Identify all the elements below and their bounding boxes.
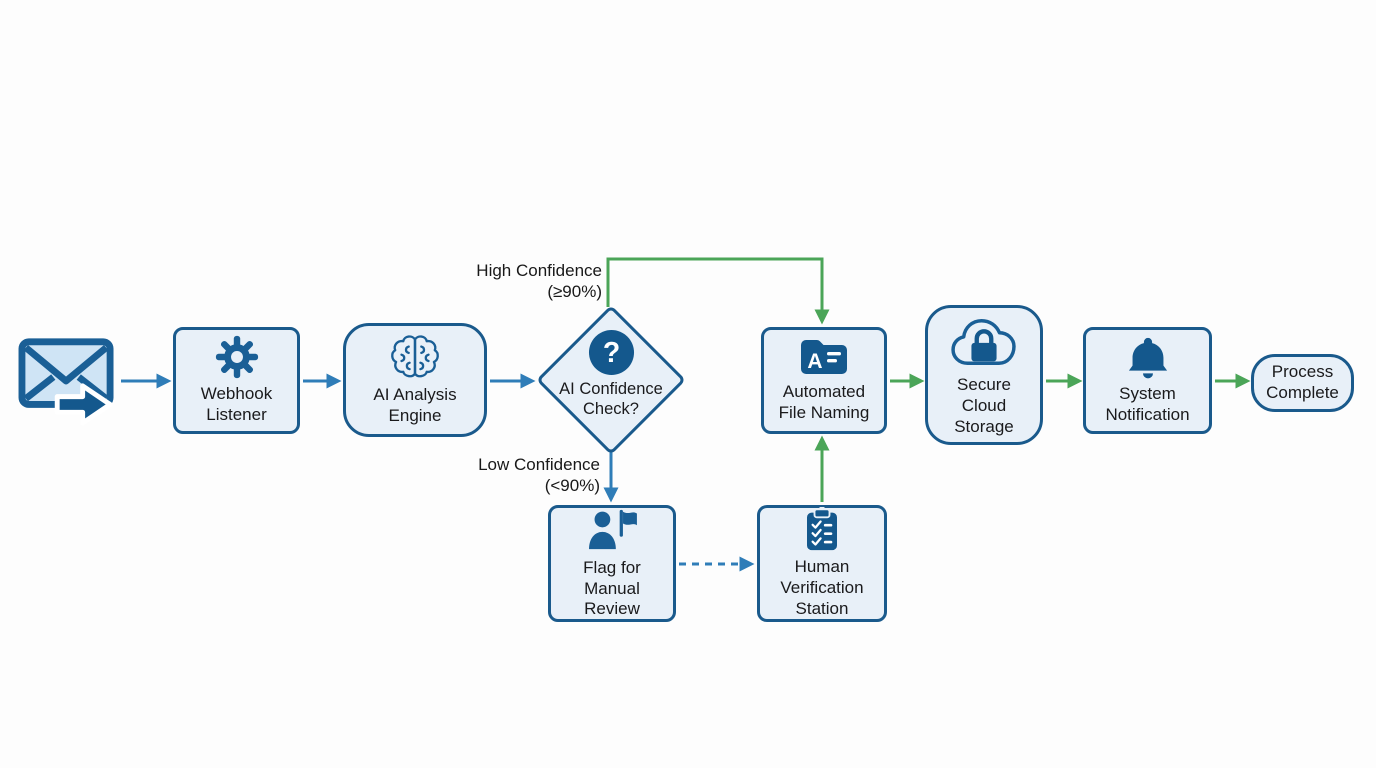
node-label-line: Webhook xyxy=(200,384,273,404)
edge-label-line: Low Confidence xyxy=(478,455,600,474)
node-ai-confidence-check: ? AI Confidence Check? xyxy=(521,312,701,436)
node-label: Human Verification Station xyxy=(780,557,863,619)
edge-label-high-confidence: High Confidence (≥90%) xyxy=(440,260,602,303)
brain-icon xyxy=(388,333,442,380)
node-label-line: System xyxy=(1119,384,1176,404)
node-label-line: Flag for xyxy=(583,557,641,577)
edge-label-line: (<90%) xyxy=(544,476,600,496)
svg-text:A: A xyxy=(807,350,822,373)
node-label: Flag for Manual Review xyxy=(583,558,641,620)
node-flag-for-manual-review: Flag for Manual Review xyxy=(548,505,676,622)
node-label: Process Complete xyxy=(1266,362,1339,403)
edge-label-line: (≥90%) xyxy=(547,282,602,302)
node-label-line: Automated xyxy=(782,382,866,402)
node-label-line: AI Confidence xyxy=(559,379,663,398)
edge-label-low-confidence: Low Confidence (<90%) xyxy=(438,454,600,497)
node-human-verification-station: Human Verification Station xyxy=(757,505,887,622)
node-automated-file-naming: A Automated File Naming xyxy=(761,327,887,434)
file-rename-folder-icon: A xyxy=(798,337,850,377)
node-secure-cloud-storage: Secure Cloud Storage xyxy=(925,305,1043,445)
connector-decision-high-to-file-naming xyxy=(606,257,830,325)
node-label-line: Secure xyxy=(957,375,1011,395)
node-process-complete: Process Complete xyxy=(1251,354,1354,412)
node-label-line: Check? xyxy=(583,400,639,418)
node-label-line: Process xyxy=(1271,362,1334,382)
node-label-line: Cloud xyxy=(961,396,1007,416)
bell-icon xyxy=(1128,335,1168,379)
node-label-line: AI Analysis xyxy=(373,385,457,405)
node-label: AI Confidence Check? xyxy=(559,379,663,419)
node-label-line: Review xyxy=(584,599,640,619)
node-label-line: Notification xyxy=(1105,405,1190,424)
node-label-line: Human xyxy=(794,557,850,577)
node-label-line: Complete xyxy=(1266,383,1339,402)
node-label-line: Storage xyxy=(954,416,1014,436)
node-label: AI Analysis Engine xyxy=(373,385,456,426)
email-incoming-icon xyxy=(16,332,118,426)
node-system-notification: System Notification xyxy=(1083,327,1212,434)
person-flag-icon xyxy=(586,507,638,553)
node-label-line: Engine xyxy=(388,406,442,425)
node-webhook-listener: Webhook Listener xyxy=(173,327,300,434)
clipboard-checklist-icon xyxy=(803,507,841,552)
node-ai-analysis-engine: AI Analysis Engine xyxy=(343,323,487,437)
node-label: Secure Cloud Storage xyxy=(954,375,1014,437)
node-label: System Notification xyxy=(1105,384,1189,425)
cloud-lock-icon xyxy=(946,312,1022,370)
node-label-line: Station xyxy=(795,598,849,618)
node-label: Webhook Listener xyxy=(201,384,273,425)
node-label: Automated File Naming xyxy=(779,382,870,423)
node-label-line: Listener xyxy=(206,405,267,424)
gear-icon xyxy=(215,335,259,379)
edge-label-line: High Confidence xyxy=(476,261,602,280)
node-label-line: Verification xyxy=(780,578,864,598)
question-mark-icon: ? xyxy=(588,329,635,376)
node-label-line: File Naming xyxy=(778,403,870,422)
node-label-line: Manual xyxy=(584,578,640,598)
svg-text:?: ? xyxy=(602,337,619,369)
